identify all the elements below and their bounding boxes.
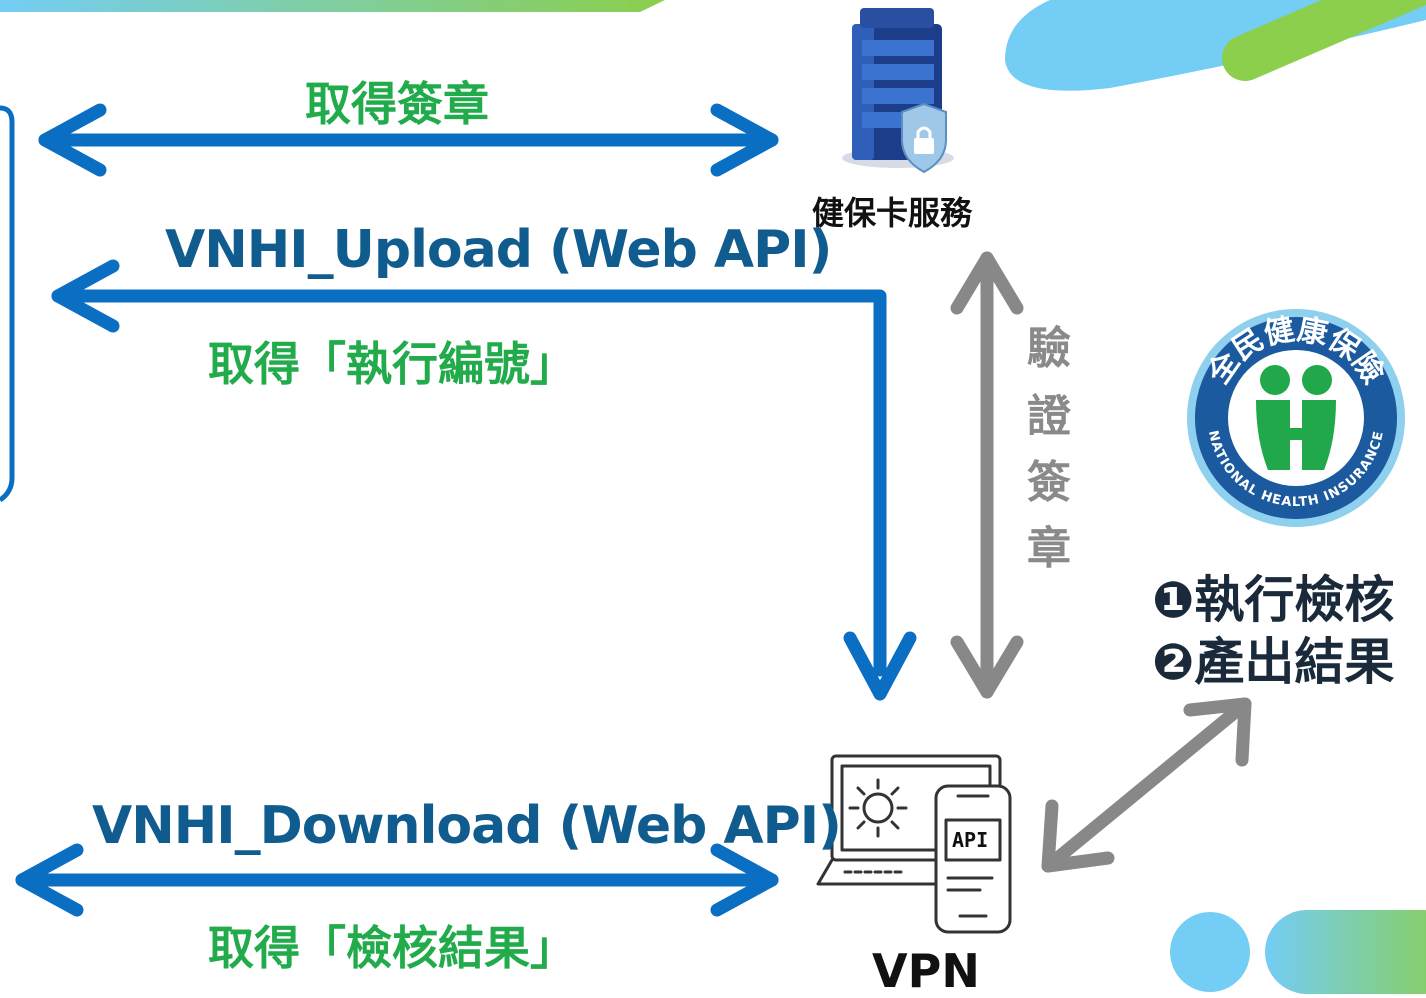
verify-signature-arrow	[950, 251, 1024, 699]
verify-char-4: 章	[1027, 523, 1071, 574]
step-1: ❶執行檢核	[1152, 560, 1394, 632]
top-right-green-stroke	[1222, 0, 1426, 81]
step-2: ❷產出結果	[1152, 622, 1394, 694]
download-api-label: VNHI_Download (Web API)	[92, 796, 842, 856]
laptop-api-icon	[816, 754, 1012, 934]
download-result-label: 取得「檢核結果」	[208, 921, 576, 975]
secure-server-icon	[842, 8, 954, 174]
bottom-right-blue-circle	[1170, 912, 1250, 992]
step-1-marker: ❶	[1152, 571, 1195, 629]
step-1-text: 執行檢核	[1194, 571, 1395, 629]
nhi-logo-chinese-text: 全民健康保險	[1201, 312, 1391, 391]
top-left-decor-bar	[0, 0, 665, 12]
upload-result-label: 取得「執行編號」	[208, 337, 576, 391]
svg-text:NATIONAL HEALTH INSURANCE: NATIONAL HEALTH INSURANCE	[1205, 429, 1387, 510]
check-result-arrow	[1041, 697, 1252, 873]
nhi-logo-ring-text: 全民健康保險 NATIONAL HEALTH INSURANCE	[1201, 312, 1391, 510]
download-arrow	[15, 843, 779, 917]
server-node-label: 健保卡服務	[812, 194, 973, 232]
upload-arrow	[51, 259, 917, 701]
api-screen-text: API	[952, 828, 989, 852]
verify-char-2: 證	[1027, 391, 1071, 442]
get-signature-label: 取得簽章	[305, 77, 489, 131]
step-2-text: 產出結果	[1194, 633, 1395, 691]
bottom-right-gradient-pill	[1265, 910, 1426, 994]
svg-text:全民健康保險: 全民健康保險	[1201, 312, 1391, 391]
left-frame	[0, 105, 15, 503]
upload-api-label: VNHI_Upload (Web API)	[165, 220, 832, 280]
verify-char-1: 驗	[1027, 323, 1071, 374]
step-2-marker: ❷	[1152, 633, 1195, 691]
vpn-node-label: VPN	[872, 944, 980, 998]
nhi-logo-icon	[1187, 309, 1405, 527]
get-signature-arrow	[38, 103, 779, 177]
nhi-logo-english-text: NATIONAL HEALTH INSURANCE	[1205, 429, 1386, 510]
verify-char-3: 簽	[1027, 457, 1071, 508]
